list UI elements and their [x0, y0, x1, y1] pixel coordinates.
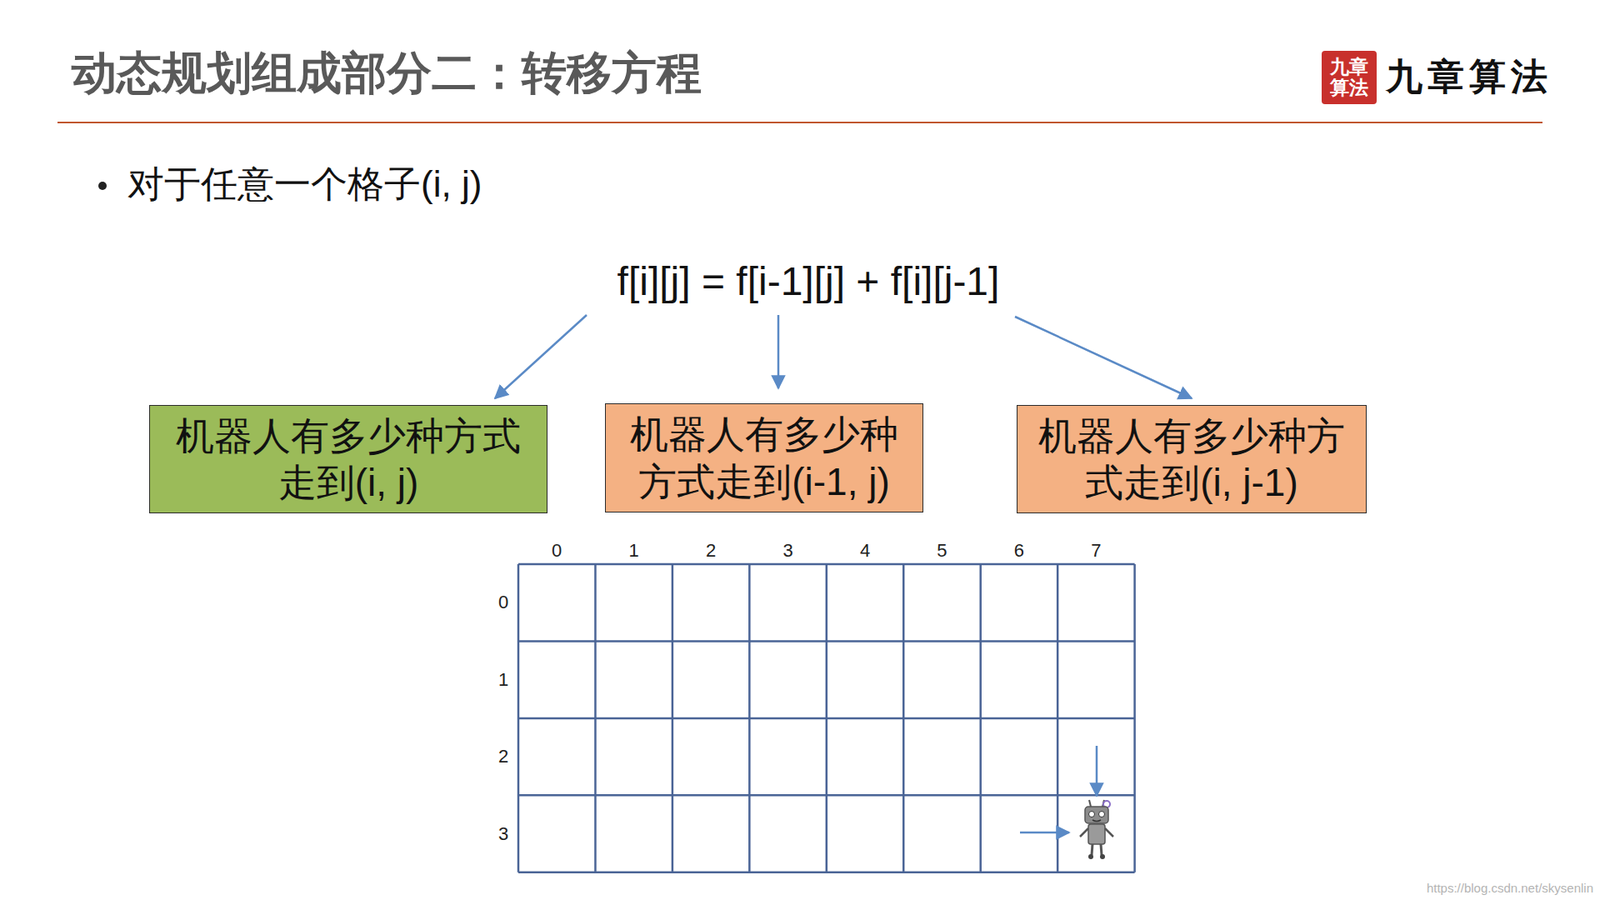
column-index: 0: [551, 540, 562, 561]
box-text: 机器人有多少种方式走到(i, j-1): [1029, 412, 1355, 506]
leader-arrow: [1095, 745, 1099, 796]
grid-line: [518, 640, 1135, 643]
slide-title: 动态规划组成部分二：转移方程: [71, 46, 702, 99]
column-index: 5: [936, 540, 947, 561]
bullet: [98, 181, 107, 190]
column-index: 4: [860, 540, 870, 561]
title-rule: [57, 121, 1543, 124]
grid-line: [518, 871, 1135, 875]
column-index: 2: [705, 540, 716, 561]
leader-arrow: [1020, 831, 1070, 835]
row-index: 1: [498, 669, 509, 690]
column-index: 6: [1014, 540, 1025, 561]
bullet-text: 对于任意一个格子(i, j): [127, 163, 482, 206]
box-text: 机器人有多少种方式走到(i-1, j): [617, 410, 911, 505]
source-cell-box: 机器人有多少种方式走到(i, j-1): [1016, 405, 1367, 514]
leader-arrows: [495, 315, 1192, 833]
leader-arrow: [1015, 316, 1192, 399]
row-index: 0: [498, 592, 509, 614]
column-index: 7: [1090, 540, 1101, 561]
leader-arrow: [495, 315, 587, 399]
grid-line: [518, 563, 1135, 566]
grid-line: [518, 794, 1135, 797]
row-index: 3: [498, 823, 509, 845]
column-index: 3: [782, 540, 793, 561]
leader-arrow: [777, 315, 780, 389]
logo-seal-text: 九章算法: [1329, 56, 1370, 100]
grid: [518, 564, 1135, 873]
watermark: https://blog.csdn.net/skysenlin: [1426, 880, 1594, 895]
grid-line: [518, 717, 1135, 720]
row-index: 2: [498, 745, 509, 767]
formula: f[i][j] = f[i-1][j] + f[i][j-1]: [617, 258, 1000, 305]
column-index: 1: [629, 540, 640, 561]
logo-text: 九章算法: [1385, 56, 1553, 100]
box-text: 机器人有多少种方式走到(i, j): [161, 412, 535, 506]
source-cell-box: 机器人有多少种方式走到(i-1, j): [605, 403, 924, 513]
logo-seal: [1321, 50, 1377, 105]
target-cell-box: 机器人有多少种方式走到(i, j): [149, 405, 548, 514]
robot-icon: [1080, 800, 1114, 860]
